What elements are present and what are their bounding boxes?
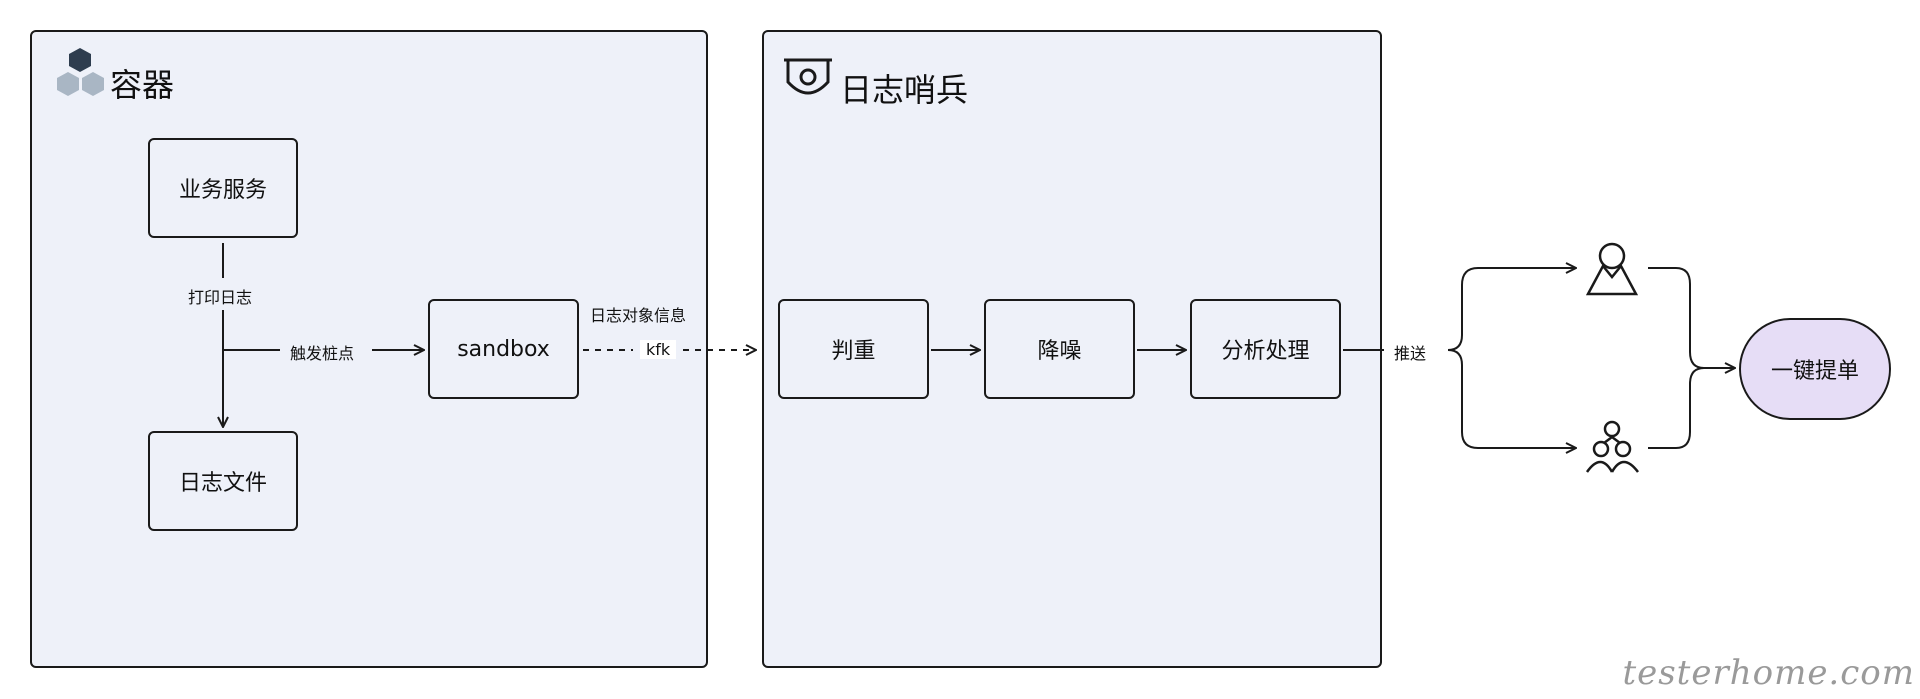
camera-icon xyxy=(784,58,832,95)
trigger-stub-label: 触发桩点 xyxy=(284,340,361,364)
testerhome-watermark: testerhome.com xyxy=(1622,653,1915,693)
push-brace xyxy=(1447,268,1576,448)
denoise-node[interactable]: 降噪 xyxy=(984,299,1135,399)
push-label: 推送 xyxy=(1388,340,1433,364)
one-click-ticket-node[interactable]: 一键提单 xyxy=(1739,318,1891,420)
log-file-node[interactable]: 日志文件 xyxy=(148,431,298,531)
business-service-node[interactable]: 业务服务 xyxy=(148,138,298,238)
analysis-node[interactable]: 分析处理 xyxy=(1190,299,1341,399)
group-icon xyxy=(1585,420,1639,473)
container-panel-title: 容器 xyxy=(110,66,175,104)
person-icon xyxy=(1585,242,1639,296)
dedup-node[interactable]: 判重 xyxy=(778,299,929,399)
print-log-label: 打印日志 xyxy=(182,284,259,308)
container-logo-icon xyxy=(57,48,104,96)
sentinel-panel-title: 日志哨兵 xyxy=(840,71,969,109)
kfk-label: kfk xyxy=(640,340,677,359)
log-object-info-label: 日志对象信息 xyxy=(590,306,687,325)
merge-brace xyxy=(1648,267,1735,449)
sandbox-node[interactable]: sandbox xyxy=(428,299,579,399)
